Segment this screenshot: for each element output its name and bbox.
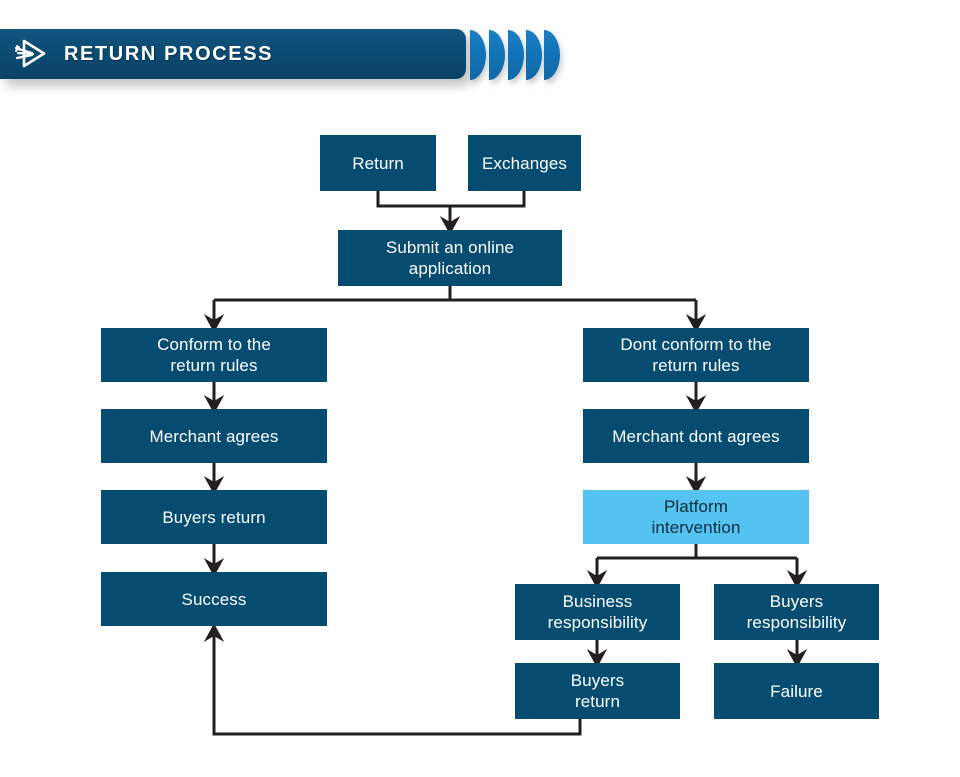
node-label: Buyers return <box>162 507 266 527</box>
node-success[interactable]: Success <box>101 572 327 626</box>
play-triangle-arrow-icon <box>14 38 48 70</box>
node-buyers-return-left[interactable]: Buyers return <box>101 490 327 544</box>
node-label: Conform to the return rules <box>157 335 271 375</box>
node-platform-intervention[interactable]: Platform intervention <box>583 490 809 544</box>
node-dont-conform-to-return-rules[interactable]: Dont conform to the return rules <box>583 328 809 382</box>
node-label: Buyers responsibility <box>746 592 847 632</box>
header-arc-5 <box>544 30 560 80</box>
header-arc-4 <box>526 30 542 80</box>
edge-return-exchanges-merge <box>376 191 526 208</box>
node-label: Merchant agrees <box>149 426 279 446</box>
header-arc-3 <box>508 30 524 80</box>
node-merchant-agrees[interactable]: Merchant agrees <box>101 409 327 463</box>
node-label: Failure <box>770 681 823 701</box>
edge-feedback-loop-to-success <box>203 623 582 736</box>
header-arc-1 <box>470 30 486 80</box>
node-conform-to-return-rules[interactable]: Conform to the return rules <box>101 328 327 382</box>
page-title: RETURN PROCESS <box>64 43 274 65</box>
node-label: Submit an online application <box>385 238 515 278</box>
header-bar <box>0 29 466 79</box>
node-label: Buyers return <box>570 671 625 711</box>
node-label: Dont conform to the return rules <box>620 335 772 375</box>
node-label: Business responsibility <box>547 592 648 632</box>
node-label: Exchanges <box>481 153 567 173</box>
node-label: Platform intervention <box>651 497 741 537</box>
node-submit-online-application[interactable]: Submit an online application <box>338 230 562 286</box>
node-merchant-dont-agrees[interactable]: Merchant dont agrees <box>583 409 809 463</box>
node-label: Success <box>181 589 247 609</box>
node-failure[interactable]: Failure <box>714 663 879 719</box>
node-label: Return <box>352 153 404 173</box>
header-arc-2 <box>489 30 505 80</box>
node-label: Merchant dont agrees <box>612 426 780 446</box>
node-buyers-responsibility[interactable]: Buyers responsibility <box>714 584 879 640</box>
header-banner: RETURN PROCESS <box>0 29 466 79</box>
node-return[interactable]: Return <box>320 135 436 191</box>
node-buyers-return-right[interactable]: Buyers return <box>515 663 680 719</box>
node-exchanges[interactable]: Exchanges <box>468 135 581 191</box>
node-business-responsibility[interactable]: Business responsibility <box>515 584 680 640</box>
